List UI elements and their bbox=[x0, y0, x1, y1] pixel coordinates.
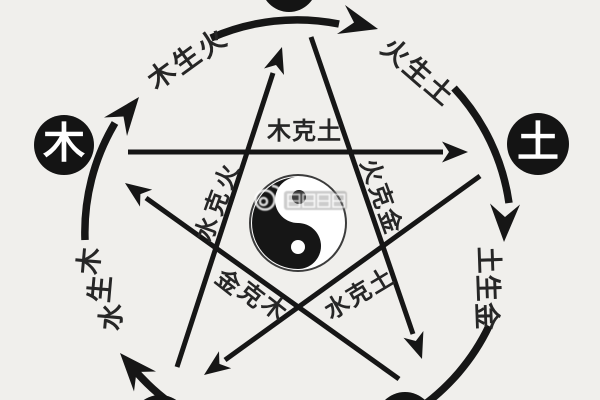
node-metal-circle bbox=[385, 392, 425, 400]
overcoming-cycle-arrowheads bbox=[125, 47, 468, 375]
water-generates-wood-char-1: 生 bbox=[84, 274, 118, 304]
arrowhead-wood-overcomes-earth-icon bbox=[442, 141, 468, 163]
arrowhead-metal-overcomes-wood-icon bbox=[125, 183, 153, 207]
water-generates-wood-char-2: 木 bbox=[73, 246, 107, 276]
earth-generates-metal-char-2: 金 bbox=[470, 301, 502, 331]
arc-wood-to-fire bbox=[209, 16, 340, 42]
arrowhead-fire-to-earth-icon bbox=[490, 203, 520, 242]
line-metal-overcomes-wood bbox=[144, 195, 401, 382]
overcoming-cycle-lines bbox=[128, 36, 482, 382]
weibo-watermark bbox=[254, 184, 347, 211]
node-fire-circle bbox=[266, 0, 312, 12]
arrowhead-earth-overcomes-water-icon bbox=[204, 351, 232, 375]
yin-yang-white-dot bbox=[291, 240, 305, 254]
element-nodes bbox=[34, 0, 569, 400]
line-fire-overcomes-metal bbox=[308, 36, 416, 335]
water-generates-wood-char-0: 水 bbox=[95, 302, 129, 332]
weibo-eye-icon bbox=[254, 184, 282, 211]
arrowhead-water-overcomes-fire-icon bbox=[264, 47, 284, 75]
node-earth-circle bbox=[507, 113, 569, 175]
arc-water-to-wood bbox=[81, 121, 119, 241]
arrowhead-water-to-wood-icon bbox=[104, 97, 139, 136]
wood-overcomes-earth-char-1: 克 bbox=[292, 117, 316, 145]
generating-cycle-arrowheads bbox=[104, 5, 520, 392]
line-water-overcomes-fire bbox=[174, 72, 276, 368]
arc-fire-to-earth bbox=[451, 85, 513, 204]
line-earth-overcomes-water bbox=[223, 173, 482, 363]
earth-generates-metal-char-0: 土 bbox=[472, 245, 504, 275]
wood-overcomes-earth-char-2: 土 bbox=[317, 117, 341, 145]
arc-earth-to-metal bbox=[424, 324, 493, 400]
arrowhead-wood-to-fire-icon bbox=[337, 5, 378, 34]
node-wood-circle bbox=[34, 115, 94, 175]
node-water-circle bbox=[143, 395, 177, 400]
watermark-text-block bbox=[284, 191, 347, 210]
arrowhead-metal-to-water-icon bbox=[120, 353, 156, 392]
earth-generates-metal-char-1: 生 bbox=[471, 273, 503, 303]
wood-overcomes-earth-char-0: 木 bbox=[267, 117, 291, 145]
arrowhead-fire-overcomes-metal-icon bbox=[403, 331, 424, 359]
